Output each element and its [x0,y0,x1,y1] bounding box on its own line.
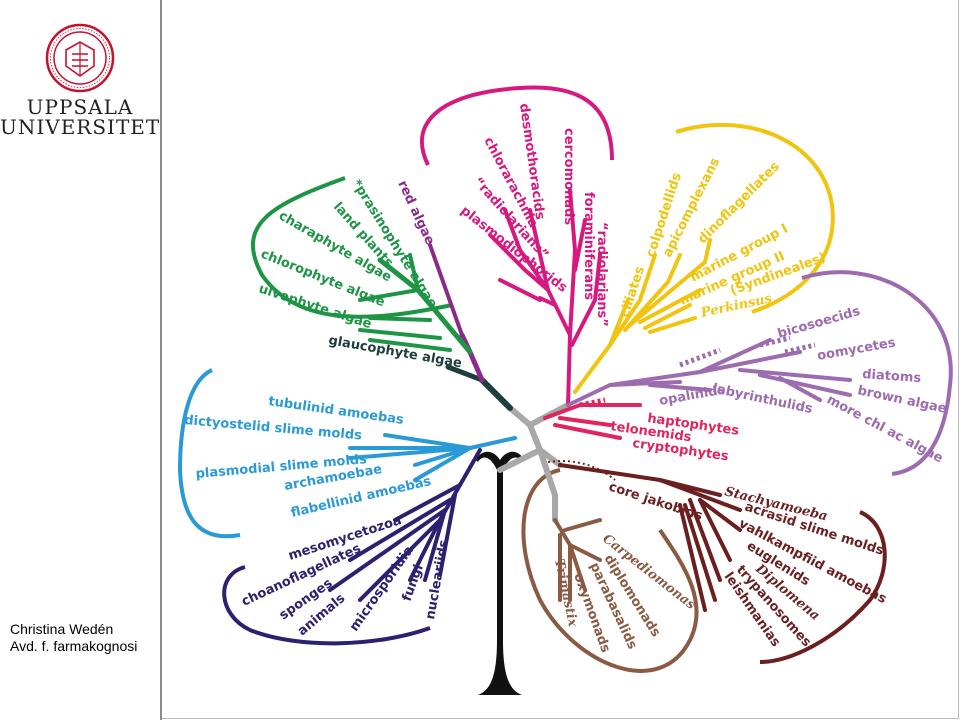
content-frame [162,0,959,719]
author-name: Christina Wedén [10,621,114,637]
amoebozoa-bracket [177,368,241,539]
university-seal-icon [45,23,115,93]
rhizaria-branches [488,188,602,407]
rhizaria-bracket [420,85,614,166]
label-glaucophyte: glaucophyte algae [327,333,463,371]
label-cercomonads: cercomonads [561,128,576,225]
label-diatoms: diatoms [862,367,922,386]
stramenopiles-branches [566,338,852,407]
label-oomycetes: oomycetes [816,335,897,364]
sidebar: UPPSALA UNIVERSITET Christina Wedén Avd.… [0,0,160,720]
opisthokonta-branches [328,448,482,602]
amoebozoa-branches [348,433,517,482]
alveolata-bracket [675,122,835,314]
stramenopiles-bracket [801,270,953,476]
author-department: Avd. f. farmakognosi [10,638,138,654]
university-name-line-1: UPPSALA [26,95,134,119]
label-red-algae: red algae [394,178,437,247]
label-brown-algae: brown algae [856,383,948,417]
label-bicosoecids: bicosoecids [776,304,862,342]
university-name-line-2: UNIVERSITET [0,115,161,139]
label-foraminiferans: foraminiferans [581,192,596,300]
hapto-crypto-dotted [579,397,606,408]
opisthokonta-bracket [222,565,431,646]
core-branches [497,402,571,523]
excavata-dark-branches [558,463,742,612]
excavata-light-bracket [521,468,699,673]
sidebar-divider [160,0,162,720]
stramenopiles-dotted [679,335,816,368]
excavata-light-branches [553,518,602,602]
plants-bracket [250,176,453,319]
alveolata-branches [573,238,712,394]
tree-trunk [476,451,524,695]
plant-branches [358,243,513,411]
label-radiolarians-b: “radiolarians” [594,222,609,327]
excavata-dark-bracket [759,510,887,664]
label-nucleariids: nucleariids [423,538,452,620]
core-jakobid-dotted [547,460,616,481]
